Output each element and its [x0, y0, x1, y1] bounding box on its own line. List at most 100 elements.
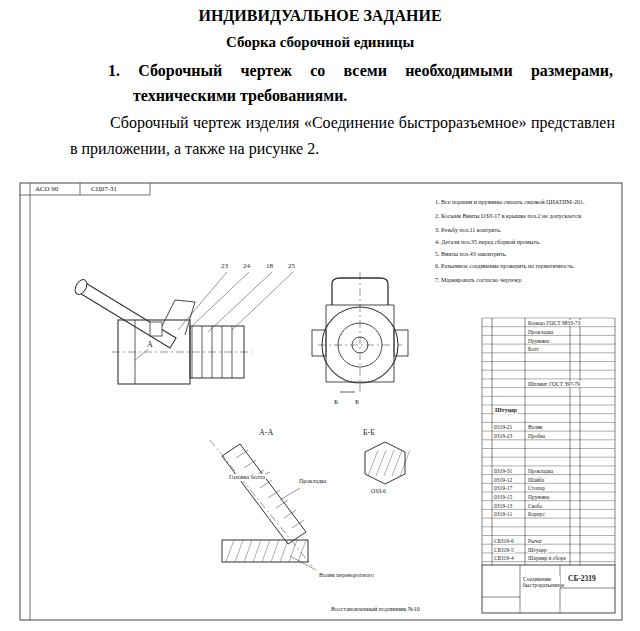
- table-rule: [482, 518, 615, 519]
- hatch-line: [244, 540, 252, 562]
- drawing-label: Пружина: [527, 494, 550, 500]
- leader-line: [232, 272, 293, 330]
- technical-note: 5. Винты поз.43 законтрить.: [434, 251, 616, 258]
- hatch-line: [236, 450, 248, 458]
- table-rule: [482, 318, 483, 565]
- title-block-text: Соединение быстроразъемное: [522, 576, 560, 588]
- drawing-label: Штуцер: [494, 407, 518, 414]
- leader-line: [290, 556, 316, 570]
- technical-note: 7. Маркировать согласно чертежу.: [434, 277, 616, 284]
- drawing-label: Пружина: [527, 338, 550, 344]
- drawing-label: СБ319-6: [493, 538, 515, 544]
- drawing-label: 18: [265, 262, 274, 270]
- drawing-label: 0319-21: [493, 424, 513, 430]
- leader-line: [208, 272, 272, 332]
- drawing-label: СБ319-5: [493, 547, 515, 553]
- table-rule: [482, 465, 615, 466]
- side-bolt: [312, 330, 326, 356]
- nut-rib: [202, 326, 203, 378]
- drawing-label: Валик: [527, 424, 544, 430]
- drawing-label: Кольцо ГОСТ 9833-73: [527, 320, 581, 326]
- drawing-label: Валик переворотного: [318, 572, 375, 579]
- stamp-line: [150, 183, 151, 195]
- table-rule: [482, 326, 615, 327]
- leader-line: [280, 488, 300, 500]
- table-rule: [570, 318, 571, 565]
- drawing-label: А-А: [258, 428, 274, 437]
- hatch-line: [298, 540, 306, 562]
- drawing-label: Шарнир в сборе: [527, 555, 567, 561]
- table-rule: [482, 492, 615, 493]
- table-rule: [482, 535, 615, 536]
- drawing-label: Прокладка: [527, 468, 554, 474]
- clamp-ring: [150, 322, 162, 336]
- table-rule: [482, 422, 615, 423]
- stamp-line: [80, 183, 81, 195]
- lever-end: [73, 278, 90, 297]
- drawing-label: Штуцер: [527, 547, 548, 553]
- nut-rib: [222, 326, 223, 378]
- drawing-label: ОЗЛ-6: [370, 488, 387, 494]
- fitting-inner: [338, 323, 382, 367]
- table-rule: [482, 405, 615, 406]
- title-block-rule: [560, 565, 561, 613]
- hatch-line: [284, 510, 296, 518]
- drawing-label: 25: [287, 262, 296, 270]
- drawing-label: 0319-17: [493, 485, 513, 491]
- drawing-label: Шплинт ГОСТ 397-79: [527, 381, 581, 387]
- drawing-label: Прокладка: [527, 329, 554, 335]
- technical-note: 6. Разъемное соединение проверить на гер…: [434, 263, 616, 270]
- table-rule: [482, 378, 615, 379]
- table-rule: [615, 318, 616, 565]
- hatch-line: [268, 490, 280, 498]
- drawing-label: Головка болта: [228, 474, 266, 481]
- title-block-rule: [520, 565, 521, 613]
- technical-note: 4. Детали поз.35 перед сборкой промыть.: [434, 239, 616, 246]
- title-block-rule: [560, 588, 615, 589]
- title-block-rule: [482, 597, 520, 598]
- drawing-label: 23: [220, 262, 229, 270]
- hatch-line: [280, 540, 288, 562]
- hatch-line: [276, 500, 288, 508]
- hatch-line: [376, 450, 386, 476]
- drawing-label: Б: [333, 398, 339, 406]
- drawing-label: Б: [354, 398, 360, 406]
- drawing-label: Б-Б: [362, 428, 376, 437]
- hatch-line: [244, 460, 256, 468]
- drawing-label: 0319-31: [493, 468, 513, 474]
- sheet-frame: [20, 183, 622, 620]
- hatch-line: [271, 540, 279, 562]
- hatch-line: [368, 450, 378, 476]
- lever-tube: [78, 282, 176, 348]
- table-rule: [482, 370, 615, 371]
- drawing-label: А: [146, 340, 154, 349]
- subheading: Сборка сборочной единицы: [226, 34, 414, 51]
- table-rule: [482, 361, 615, 362]
- table-rule: [580, 318, 581, 565]
- center-line: [112, 352, 252, 353]
- drawing-label: СБ-2319: [567, 575, 597, 584]
- hatch-line: [260, 480, 272, 488]
- margin-line: [30, 183, 31, 620]
- table-rule: [482, 500, 615, 501]
- table-rule: [492, 318, 493, 565]
- hatch-line: [384, 450, 394, 476]
- task-item: 1. Сборочный чертеж со всеми необходимым…: [108, 58, 613, 108]
- drawing-label: 0319-12: [493, 477, 513, 483]
- table-rule: [482, 439, 615, 440]
- drawing-label: СЦ07-31: [90, 185, 118, 193]
- drawing-label: 0319-23: [493, 433, 513, 439]
- drawing-label: Шайба: [527, 477, 545, 483]
- title-block: [482, 565, 615, 613]
- drawing-label: 0319-13: [493, 503, 513, 509]
- drawing-label: 24: [242, 262, 251, 270]
- drawing-label: СБ319-4: [493, 555, 515, 561]
- drawing-label: Стопор: [527, 485, 546, 491]
- hatch-line: [289, 540, 297, 562]
- technical-note: 1. Все поршни и пружины смазать смазкой …: [434, 199, 616, 206]
- center-line: [318, 345, 402, 346]
- hex-section: [365, 442, 405, 484]
- drawing-label: 0319-15: [493, 494, 513, 500]
- hatch-line: [226, 540, 234, 562]
